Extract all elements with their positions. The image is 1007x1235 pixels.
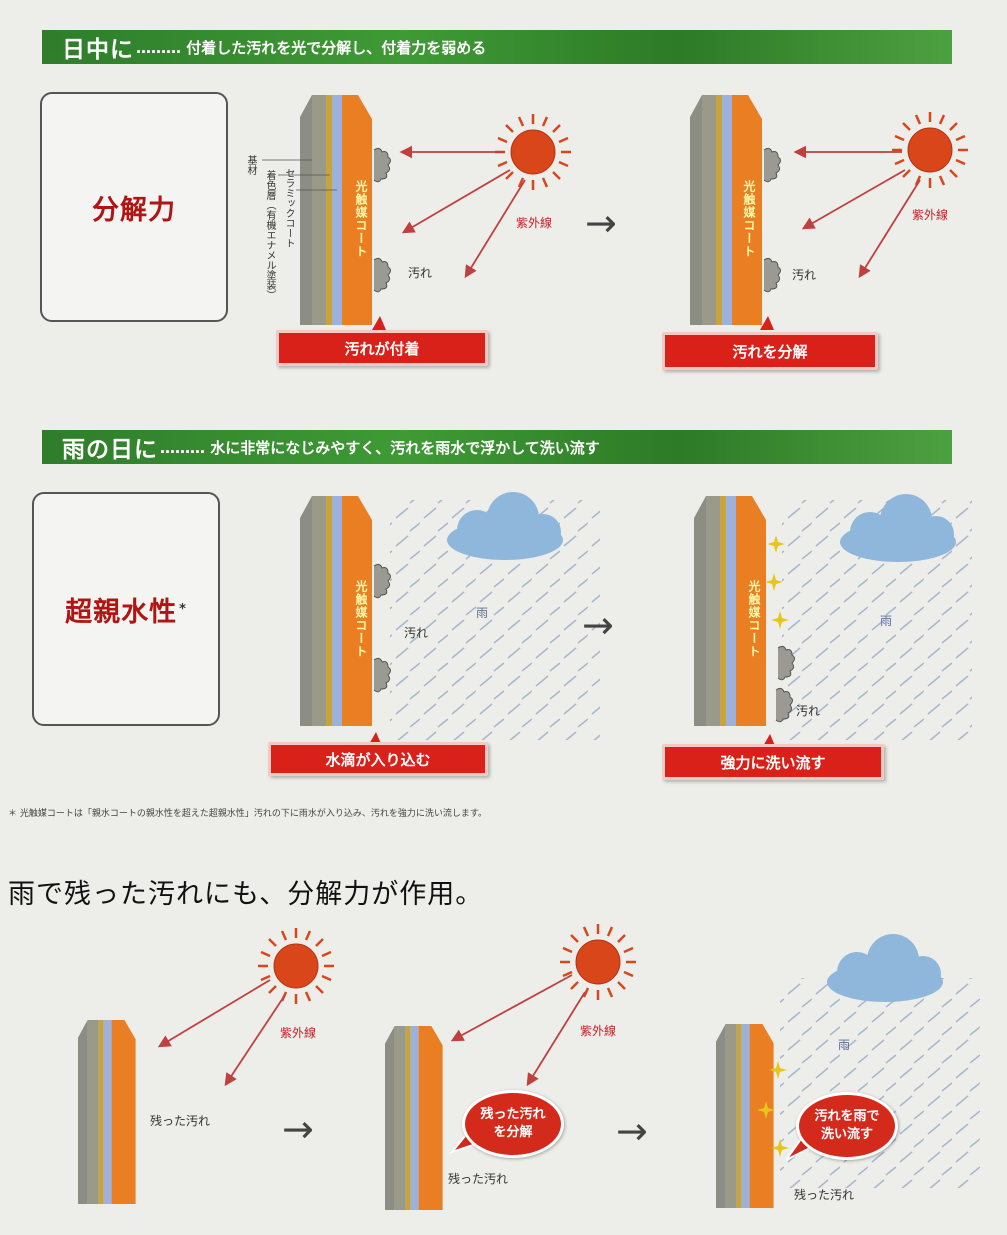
s3-residual-label-2: 残った汚れ	[448, 1172, 509, 1186]
s2-left-dirt-label: 汚れ	[404, 626, 429, 640]
s2-left-dirt	[373, 563, 391, 693]
s3-sun-2	[558, 922, 638, 1002]
s1-layer-leaders	[262, 159, 337, 191]
s2-right-rain-label: 雨	[880, 614, 893, 628]
s3-residual-label-3: 残った汚れ	[794, 1188, 855, 1202]
s2-left-status-box: 水滴が入り込む	[268, 742, 488, 776]
s3-residual-label-1: 残った汚れ	[150, 1114, 211, 1128]
section2-title-sub: ……… 水に非常になじみやすく、汚れを雨水で浮かして洗い流す	[160, 438, 600, 457]
s1-left-coat-label: 光触媒コート	[354, 180, 368, 258]
s1-right-sun	[890, 110, 970, 190]
s1-transition-arrow: →	[585, 201, 617, 245]
s2-right-coat-label: 光触媒コート	[747, 580, 761, 658]
s1-right-status-box: 汚れを分解	[662, 332, 878, 370]
s3-uv-label-1: 紫外線	[280, 1026, 317, 1040]
s1-right-uv-label: 紫外線	[912, 208, 949, 222]
s1-right-dirt	[763, 147, 781, 293]
s3-bubble1-line2: を分解	[493, 1125, 533, 1140]
s3-uv-rays-2	[450, 974, 586, 1087]
s2-transition-arrow: →	[582, 603, 614, 647]
s2-right-dirt-label: 汚れ	[796, 704, 821, 718]
s1-left-pointer	[372, 316, 386, 330]
section3-heading: 雨で残った汚れにも、分解力が作用。	[8, 879, 484, 910]
s1-right-coat-label: 光触媒コート	[742, 180, 756, 258]
s3-bubble-wash: 汚れを雨で 洗い流す	[796, 1092, 898, 1160]
s1-right-uv-rays	[793, 145, 921, 279]
s1-layer-label-base: 基材	[245, 155, 256, 175]
s1-left-dirt	[373, 147, 391, 293]
s1-left-uv-rays	[399, 145, 526, 279]
s3-arrow-2: →	[616, 1109, 648, 1153]
s1-right-dirt-label: 汚れ	[792, 268, 817, 282]
s3-cloud	[827, 934, 943, 1002]
section2-title-main: 雨の日に	[62, 437, 158, 463]
s3-wall-1	[78, 1020, 136, 1204]
s2-right-status-box: 強力に洗い流す	[662, 744, 884, 780]
section2-label: 超親水性	[65, 596, 178, 628]
s2-left-coat-label: 光触媒コート	[354, 580, 368, 658]
section1-label: 分解力	[92, 194, 176, 226]
s3-uv-rays-1	[157, 979, 286, 1087]
s3-rain-label: 雨	[838, 1038, 851, 1052]
s1-left-status-box: 汚れが付着	[276, 330, 488, 366]
section2-label-mark: *	[179, 601, 187, 617]
section1-title-main: 日中に	[62, 37, 134, 63]
s3-arrow-1: →	[282, 1107, 314, 1151]
s1-left-dirt-label: 汚れ	[408, 266, 433, 280]
s3-wall-2	[385, 1026, 443, 1210]
s3-bubble-decompose: 残った汚れ を分解	[462, 1090, 564, 1158]
s3-bubble2-line1: 汚れを雨で	[814, 1109, 880, 1124]
section1-label-box: 分解力	[40, 92, 228, 322]
s3-rain	[780, 978, 980, 1188]
section1-title-sub: ……… 付着した汚れを光で分解し、付着力を弱める	[136, 38, 487, 57]
s3-uv-label-2: 紫外線	[580, 1024, 617, 1038]
s3-sun-1	[256, 926, 336, 1006]
s3-bubble2-line2: 洗い流す	[820, 1127, 873, 1142]
s3-bubble1-line1: 残った汚れ	[480, 1107, 546, 1122]
s2-left-rain-label: 雨	[476, 606, 489, 620]
s1-right-pointer	[760, 316, 774, 330]
footnote: ＊ 光触媒コートは「親水コートの親水性を超えた超親水性」汚れの下に雨水が入り込み…	[8, 809, 487, 819]
s3-wall-3	[716, 1024, 774, 1208]
s1-layer-label-enamel: 着色層（有機エナメル塗装）	[264, 170, 275, 300]
section1-band: 日中に ……… 付着した汚れを光で分解し、付着力を弱める	[42, 30, 952, 64]
section2-band: 雨の日に ……… 水に非常になじみやすく、汚れを雨水で浮かして洗い流す	[42, 430, 952, 464]
s1-left-sun	[493, 112, 573, 192]
s1-left-uv-label: 紫外線	[516, 216, 553, 230]
section2-label-box: 超親水性*	[32, 492, 220, 726]
s1-layer-label-ceramic: セラミックコート	[283, 168, 294, 248]
